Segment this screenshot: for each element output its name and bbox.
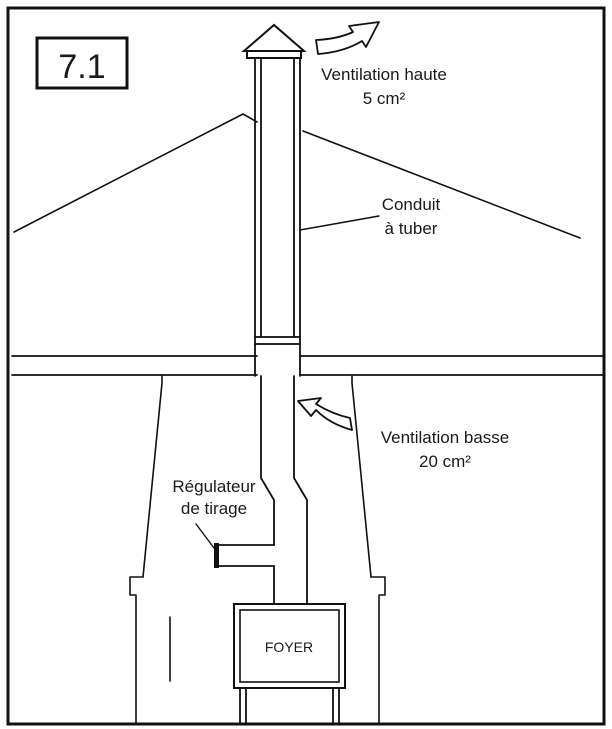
hood-walls <box>142 375 372 578</box>
flue-pipe-lower <box>260 375 308 605</box>
mantel-right <box>370 576 386 725</box>
ventilation-basse-value: 20 cm² <box>419 452 471 471</box>
ceiling <box>11 355 605 376</box>
ceiling-collar <box>254 336 301 377</box>
figure-number: 7.1 <box>58 48 105 86</box>
ventilation-haute-arrow <box>315 21 380 55</box>
draught-regulator <box>214 543 275 568</box>
foyer-label: FOYER <box>265 639 313 655</box>
outer-frame <box>6 6 606 726</box>
regulateur-leader-line <box>195 523 215 549</box>
decorative-niche <box>166 606 214 683</box>
conduit-leader-line <box>299 215 380 231</box>
conduit-label: Conduit <box>382 195 441 214</box>
ventilation-basse-label: Ventilation basse <box>381 428 510 447</box>
chimney-cap <box>241 23 307 59</box>
ventilation-haute-label: Ventilation haute <box>321 65 447 84</box>
conduit-sublabel: à tuber <box>385 219 438 238</box>
flue-pipe-upper <box>254 57 301 338</box>
regulateur-sublabel: de tirage <box>181 499 247 518</box>
ventilation-basse-arrow <box>297 397 353 431</box>
figure-number-box: 7.1 <box>35 36 129 90</box>
regulateur-label: Régulateur <box>172 477 256 496</box>
roof <box>13 113 581 239</box>
ventilation-haute-value: 5 cm² <box>363 89 406 108</box>
foyer: FOYER <box>233 603 346 725</box>
mantel-left <box>129 576 214 725</box>
regulator-plate <box>214 543 219 568</box>
